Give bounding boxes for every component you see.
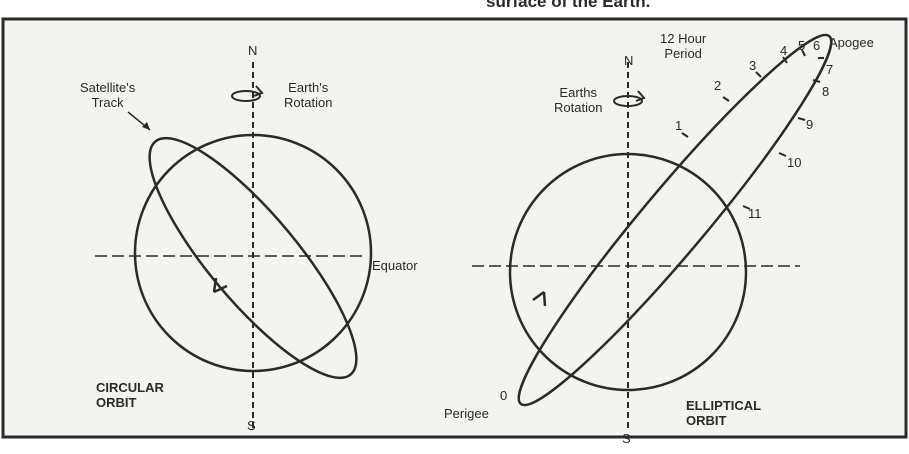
hour-mark-0: 0 xyxy=(500,388,508,403)
south-label-right: S xyxy=(622,431,631,446)
rotation-icon-left xyxy=(231,85,264,102)
track-label: Satellite's Track xyxy=(80,80,135,110)
perigee-label: Perigee xyxy=(444,406,489,421)
hour-mark-10: 10 xyxy=(787,155,802,170)
rotation-label-right-line2: Rotation xyxy=(554,100,603,115)
hour-mark-2: 2 xyxy=(714,78,722,93)
period-label-line2: Period xyxy=(664,46,702,61)
period-label-line1: 12 Hour xyxy=(660,31,707,46)
elliptical-orbit-label-line1: ELLIPTICAL xyxy=(686,398,762,413)
rotation-label-left: Earth's Rotation xyxy=(284,80,332,110)
elliptical-orbit-label-line2: ORBIT xyxy=(686,413,727,428)
satellite-track-left xyxy=(148,136,358,380)
equator-label: Equator xyxy=(372,258,418,273)
hour-mark-8: 8 xyxy=(822,84,830,99)
hour-mark-9: 9 xyxy=(806,117,814,132)
orbit-direction-arrow-right xyxy=(532,290,547,307)
rotation-label-left-line2: Rotation xyxy=(284,95,333,110)
hour-tick-marks xyxy=(681,49,824,210)
diagram-panel xyxy=(1,17,908,439)
south-label-left: S xyxy=(247,418,256,433)
hour-mark-11: 11 xyxy=(748,206,762,221)
track-label-line1: Satellite's xyxy=(80,80,136,95)
hour-mark-5: 5 xyxy=(798,38,806,53)
rotation-label-right: Earths Rotation xyxy=(554,85,602,115)
caption-fragment: surface of the Earth. xyxy=(486,0,651,11)
hour-mark-7: 7 xyxy=(826,62,834,77)
hour-mark-6: 6 xyxy=(813,38,821,53)
rotation-label-right-line1: Earths xyxy=(559,85,597,100)
circular-orbit-label-line1: CIRCULAR xyxy=(96,380,164,395)
north-label-left: N xyxy=(248,43,258,58)
period-label: 12 Hour Period xyxy=(660,31,706,61)
track-pointer-arrowhead xyxy=(142,122,150,130)
elliptical-orbit-right xyxy=(517,33,833,407)
apogee-label: Apogee xyxy=(829,35,874,50)
hour-mark-1: 1 xyxy=(675,118,683,133)
hour-mark-4: 4 xyxy=(780,43,788,58)
elliptical-orbit-label: ELLIPTICAL ORBIT xyxy=(686,398,761,428)
rotation-icon-right xyxy=(613,90,646,107)
circular-orbit-label-line2: ORBIT xyxy=(96,395,137,410)
track-label-line2: Track xyxy=(91,95,124,110)
circular-orbit-label: CIRCULAR ORBIT xyxy=(96,380,164,410)
track-direction-arrow-left xyxy=(212,277,228,294)
hour-mark-3: 3 xyxy=(749,58,757,73)
north-label-right: N xyxy=(624,53,634,68)
rotation-label-left-line1: Earth's xyxy=(288,80,329,95)
